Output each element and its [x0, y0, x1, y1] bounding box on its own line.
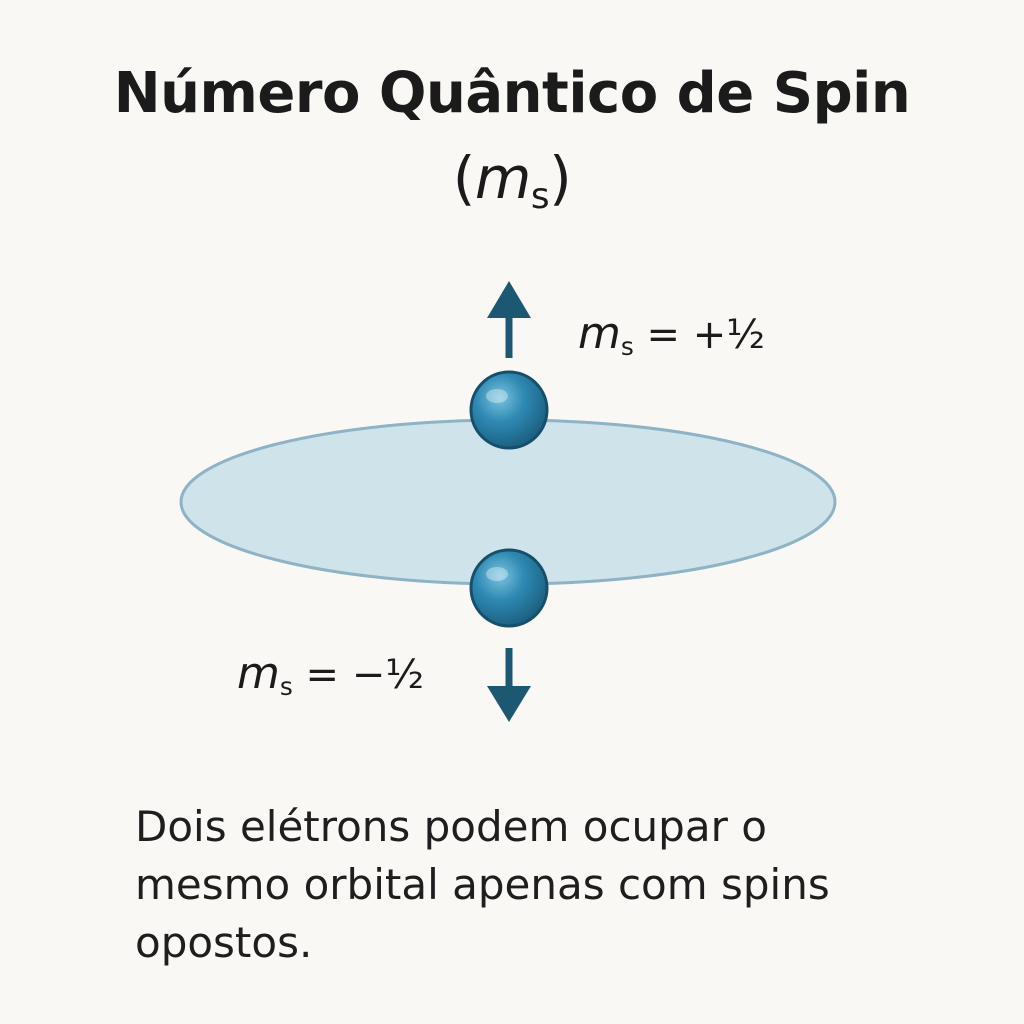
spin-up-arrow-icon [487, 281, 531, 358]
caption-text: Dois elétrons podem ocupar o mesmo orbit… [135, 802, 830, 967]
title-paren-open: ( [452, 144, 476, 212]
page-title: Número Quântico de Spin (ms) [0, 52, 1024, 229]
spin-up-sub: s [620, 331, 634, 361]
title-symbol-sub: s [530, 176, 550, 218]
title-paren-close: ) [549, 144, 572, 212]
title-symbol-var: m [474, 144, 532, 212]
spin-down-sub: s [279, 671, 293, 701]
title-symbol: (ms) [0, 136, 1024, 229]
spin-down-arrow-icon [487, 648, 531, 722]
spin-down-var: m [237, 648, 280, 699]
spin-up-value: = +½ [633, 312, 766, 358]
spin-up-var: m [578, 308, 621, 359]
title-main: Número Quântico de Spin [113, 61, 911, 126]
spin-down-value: = −½ [292, 652, 425, 698]
electron-up-icon [469, 370, 549, 450]
spin-up-label: ms = +½ [578, 310, 765, 364]
spin-down-label: ms = −½ [237, 650, 424, 704]
electron-down-icon [469, 548, 549, 628]
